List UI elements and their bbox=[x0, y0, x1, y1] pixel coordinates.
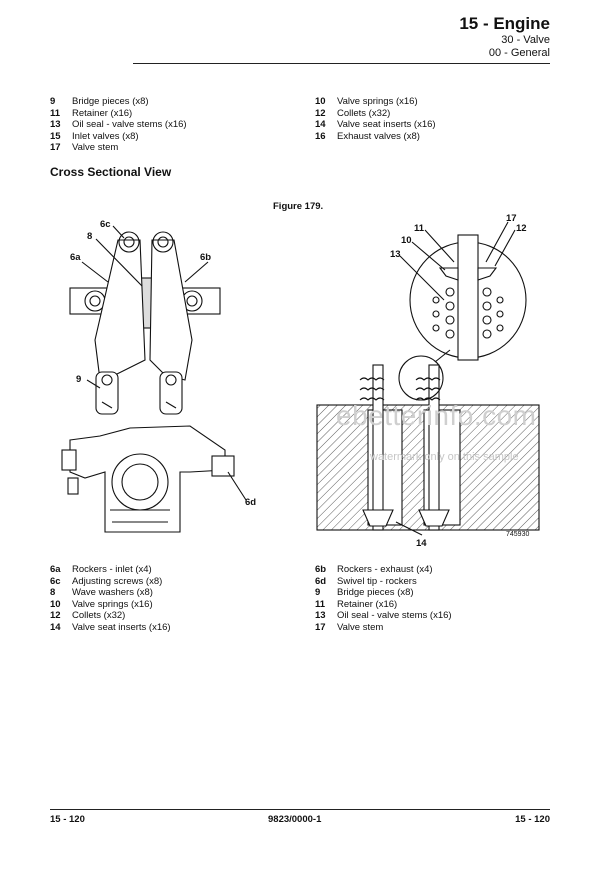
header-rule bbox=[133, 63, 550, 64]
legend-item: 11 Retainer (x16) bbox=[50, 108, 187, 120]
legend-text: Valve springs (x16) bbox=[337, 96, 418, 107]
legend-text: Wave washers (x8) bbox=[72, 587, 153, 598]
legend-number: 11 bbox=[50, 107, 61, 119]
legend-item: 6a Rockers - inlet (x4) bbox=[50, 564, 171, 576]
watermark-subtext: watermark only on this sample bbox=[370, 451, 519, 463]
callout-12: 12 bbox=[516, 223, 527, 234]
legend-number: 15 bbox=[50, 130, 61, 142]
legend-number: 12 bbox=[315, 107, 326, 119]
legend-text: Bridge pieces (x8) bbox=[337, 587, 414, 598]
legend-number: 10 bbox=[315, 96, 326, 107]
legend-text: Retainer (x16) bbox=[72, 107, 133, 119]
legend-number: 14 bbox=[50, 621, 61, 633]
legend-item: 6b Rockers - exhaust (x4) bbox=[315, 564, 452, 576]
legend-item: 17 Valve stem bbox=[50, 142, 187, 154]
watermark-text: ebetterinfo.com bbox=[336, 400, 537, 431]
legend-item: 10 Valve springs (x16) bbox=[50, 599, 171, 611]
section-heading: 15 - Engine bbox=[459, 14, 550, 33]
legend-number: 17 bbox=[315, 621, 326, 633]
magnified-detail-drawing bbox=[398, 234, 527, 401]
callout-17: 17 bbox=[506, 213, 517, 224]
callout-8: 8 bbox=[87, 231, 92, 242]
legend-number: 13 bbox=[50, 119, 61, 130]
callout-6b: 6b bbox=[200, 252, 211, 263]
legend-text: Exhaust valves (x8) bbox=[337, 130, 420, 142]
legend-text: Valve springs (x16) bbox=[72, 598, 153, 610]
legend-text: Oil seal - valve stems (x16) bbox=[337, 610, 452, 621]
figure-code: 745930 bbox=[506, 531, 529, 538]
legend-number: 17 bbox=[50, 142, 61, 153]
top-legend-left: 9 Bridge pieces (x8) 11 Retainer (x16) 13 O… bbox=[50, 96, 187, 154]
legend-item: 9 Bridge pieces (x8) bbox=[315, 587, 452, 599]
legend-item: 15 Inlet valves (x8) bbox=[50, 131, 187, 143]
legend-item: 9 Bridge pieces (x8) bbox=[50, 96, 187, 108]
figure-drawing: 6c 8 6a 6b 9 6d 11 10 13 17 12 14 745930 bbox=[61, 213, 540, 549]
legend-text: Collets (x32) bbox=[72, 610, 126, 621]
subsection-heading: 30 - Valve bbox=[501, 34, 550, 46]
legend-number: 6c bbox=[50, 575, 61, 587]
legend-number: 9 bbox=[315, 587, 321, 598]
legend-item: 13 Oil seal - valve stems (x16) bbox=[50, 119, 187, 131]
legend-item: 16 Exhaust valves (x8) bbox=[315, 131, 436, 143]
figure-title: Figure 179. bbox=[273, 201, 324, 212]
legend-text: Adjusting screws (x8) bbox=[72, 575, 163, 587]
rocker-assembly-drawing bbox=[69, 231, 221, 415]
callout-6a: 6a bbox=[70, 252, 81, 263]
legend-number: 6b bbox=[315, 564, 327, 575]
legend-item: 14 Valve seat inserts (x16) bbox=[315, 119, 436, 131]
legend-text: Retainer (x16) bbox=[337, 598, 398, 610]
legend-item: 17 Valve stem bbox=[315, 622, 452, 634]
legend-text: Valve seat inserts (x16) bbox=[72, 621, 171, 633]
valve-cross-section-figure: 6c 8 6a 6b 9 6d 11 10 13 17 12 14 745930 bbox=[40, 210, 580, 555]
bottom-legend-right: 6b Rockers - exhaust (x4) 6d Swivel tip - … bbox=[315, 564, 452, 633]
callout-6c: 6c bbox=[100, 219, 111, 230]
footer-rule bbox=[50, 809, 550, 810]
legend-item: 13 Oil seal - valve stems (x16) bbox=[315, 610, 452, 622]
callout-6d: 6d bbox=[245, 497, 256, 508]
legend-text: Inlet valves (x8) bbox=[72, 130, 139, 142]
legend-number: 6d bbox=[315, 575, 327, 587]
legend-number: 11 bbox=[315, 598, 326, 610]
legend-text: Valve stem bbox=[337, 621, 384, 633]
legend-text: Swivel tip - rockers bbox=[337, 575, 417, 587]
cylinder-head-section-drawing bbox=[316, 364, 540, 531]
legend-item: 8 Wave washers (x8) bbox=[50, 587, 171, 599]
footer-page-right: 15 - 120 bbox=[515, 814, 550, 825]
legend-item: 6c Adjusting screws (x8) bbox=[50, 576, 171, 588]
legend-text: Rockers - exhaust (x4) bbox=[337, 564, 433, 575]
legend-item: 12 Collets (x32) bbox=[50, 610, 171, 622]
legend-number: 8 bbox=[50, 587, 56, 598]
callout-13: 13 bbox=[390, 249, 401, 260]
section-title: Cross Sectional View bbox=[50, 165, 172, 179]
legend-number: 6a bbox=[50, 564, 61, 575]
legend-number: 12 bbox=[50, 610, 61, 621]
legend-item: 11 Retainer (x16) bbox=[315, 599, 452, 611]
legend-number: 9 bbox=[50, 96, 56, 107]
legend-number: 14 bbox=[315, 119, 326, 130]
top-legend-right: 10 Valve springs (x16) 12 Collets (x32) 14… bbox=[315, 96, 436, 142]
legend-item: 12 Collets (x32) bbox=[315, 108, 436, 120]
legend-item: 6d Swivel tip - rockers bbox=[315, 576, 452, 588]
footer-page-left: 15 - 120 bbox=[50, 814, 85, 825]
callout-10: 10 bbox=[401, 235, 412, 246]
legend-item: 10 Valve springs (x16) bbox=[315, 96, 436, 108]
legend-text: Collets (x32) bbox=[337, 107, 391, 119]
subsubsection-heading: 00 - General bbox=[488, 47, 550, 59]
callout-9: 9 bbox=[76, 374, 81, 385]
legend-text: Rockers - inlet (x4) bbox=[72, 564, 152, 575]
legend-text: Bridge pieces (x8) bbox=[72, 96, 149, 107]
legend-number: 13 bbox=[315, 610, 326, 621]
legend-text: Valve seat inserts (x16) bbox=[337, 119, 436, 130]
bottom-legend-left: 6a Rockers - inlet (x4) 6c Adjusting screw… bbox=[50, 564, 171, 633]
callout-14: 14 bbox=[416, 538, 427, 549]
callout-11: 11 bbox=[414, 223, 425, 234]
footer-doc-number: 9823/0000-1 bbox=[268, 814, 322, 825]
page-header: 15 - Engine 30 - Valve 00 - General bbox=[459, 14, 550, 60]
rocker-side-view-drawing bbox=[61, 425, 235, 533]
legend-number: 16 bbox=[315, 130, 326, 142]
legend-text: Valve stem bbox=[72, 142, 119, 153]
legend-item: 14 Valve seat inserts (x16) bbox=[50, 622, 171, 634]
legend-text: Oil seal - valve stems (x16) bbox=[72, 119, 187, 130]
legend-number: 10 bbox=[50, 598, 61, 610]
